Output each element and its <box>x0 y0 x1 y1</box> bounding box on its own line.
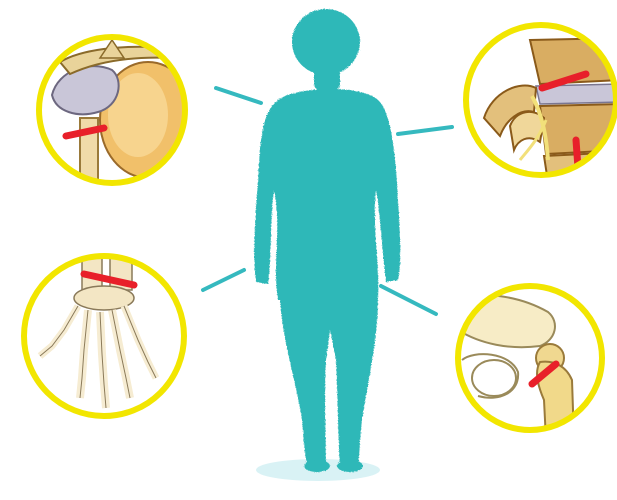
human-silhouette <box>254 9 400 472</box>
connector-spine <box>398 127 452 134</box>
hip-femur-callout <box>458 286 602 440</box>
wrist-hand-callout <box>24 250 184 416</box>
connector-hip <box>381 286 436 314</box>
connector-wrist <box>203 270 244 290</box>
spine-vertebra-callout <box>466 25 617 182</box>
shoulder-joint-callout <box>39 37 196 198</box>
connector-shoulder <box>216 88 261 103</box>
